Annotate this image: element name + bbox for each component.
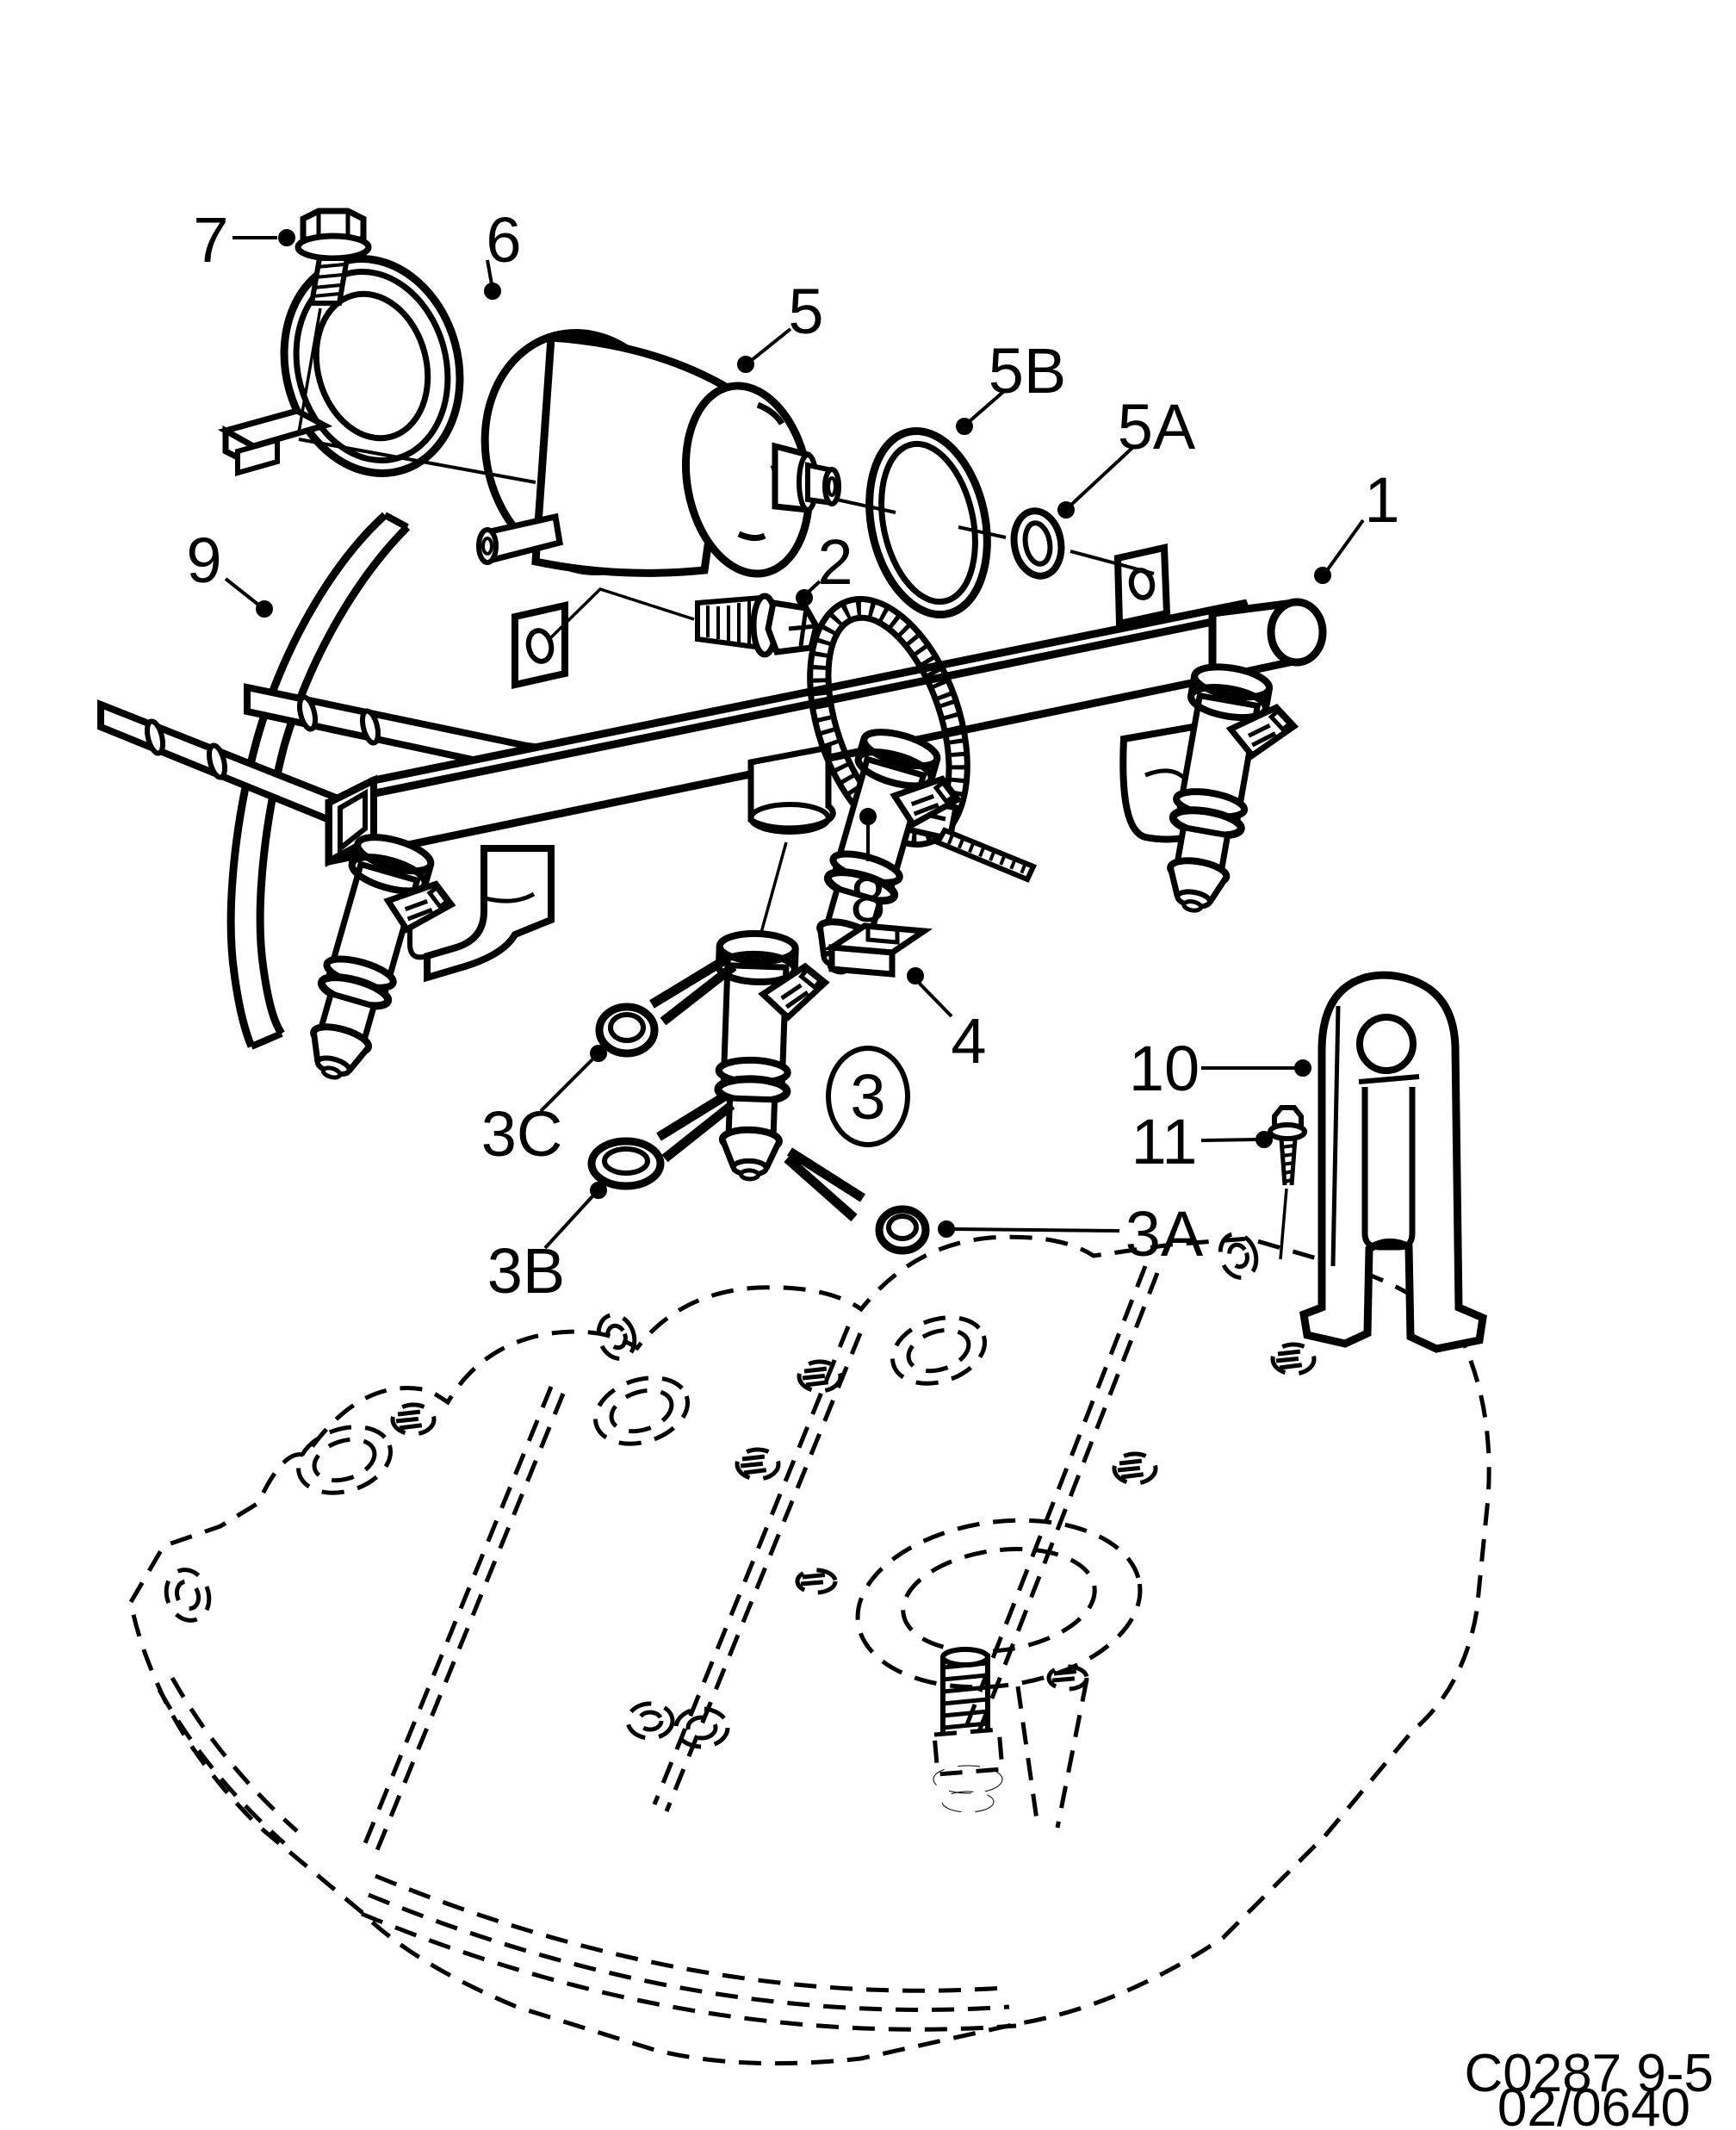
callout-label-6: 6 bbox=[486, 204, 521, 276]
callout-label-5b: 5B bbox=[989, 335, 1067, 407]
manifold-stud bbox=[932, 1647, 1005, 1813]
o-ring-5b bbox=[865, 426, 991, 619]
drawing-code: C0287 9-5 bbox=[1464, 2044, 1714, 2103]
retaining-clip-4 bbox=[822, 922, 933, 978]
o-ring-3c bbox=[595, 1003, 659, 1058]
threaded-boss bbox=[390, 1342, 1317, 1692]
callout-label-11: 11 bbox=[1132, 1106, 1198, 1177]
callout-label-3b: 3B bbox=[487, 1235, 566, 1307]
intake-manifold-phantom bbox=[128, 1232, 1491, 2066]
callout-label-9: 9 bbox=[186, 525, 221, 596]
vacuum-hose-9 bbox=[226, 512, 411, 1050]
revision-code: 02/0640 bbox=[1497, 2078, 1690, 2130]
o-ring-3a bbox=[875, 1205, 930, 1255]
injector-axis-line bbox=[758, 841, 788, 940]
callout-label-3: 3 bbox=[850, 1061, 885, 1133]
callout-label-5: 5 bbox=[788, 276, 823, 347]
callout-label-5a: 5A bbox=[1118, 391, 1196, 463]
callout-label-2: 2 bbox=[817, 526, 852, 598]
seal-washer-5a bbox=[1010, 507, 1065, 580]
callout-label-4: 4 bbox=[951, 1005, 986, 1077]
flange-bolt-7 bbox=[294, 208, 372, 433]
fuel-pressure-regulator-5 bbox=[476, 329, 841, 578]
callout-label-1: 1 bbox=[1364, 464, 1399, 536]
support-bracket-10 bbox=[1299, 971, 1487, 1353]
callout-label-3c: 3C bbox=[481, 1098, 563, 1170]
callout-label-7: 7 bbox=[193, 204, 228, 276]
circle-marker-3 bbox=[826, 1046, 910, 1147]
rail-bracket-left bbox=[407, 601, 568, 983]
flange-bolt-2 bbox=[549, 587, 820, 658]
bracket-screw-11 bbox=[1268, 1105, 1307, 1260]
o-ring-3b bbox=[587, 1137, 665, 1190]
callout-label-3a: 3A bbox=[1125, 1198, 1204, 1270]
callout-label-10: 10 bbox=[1129, 1033, 1200, 1104]
callout-label-8: 8 bbox=[850, 864, 885, 935]
pointer-arrows bbox=[649, 953, 865, 1222]
leader-lines bbox=[224, 229, 1365, 1250]
fuel-rail-1 bbox=[325, 598, 1327, 867]
